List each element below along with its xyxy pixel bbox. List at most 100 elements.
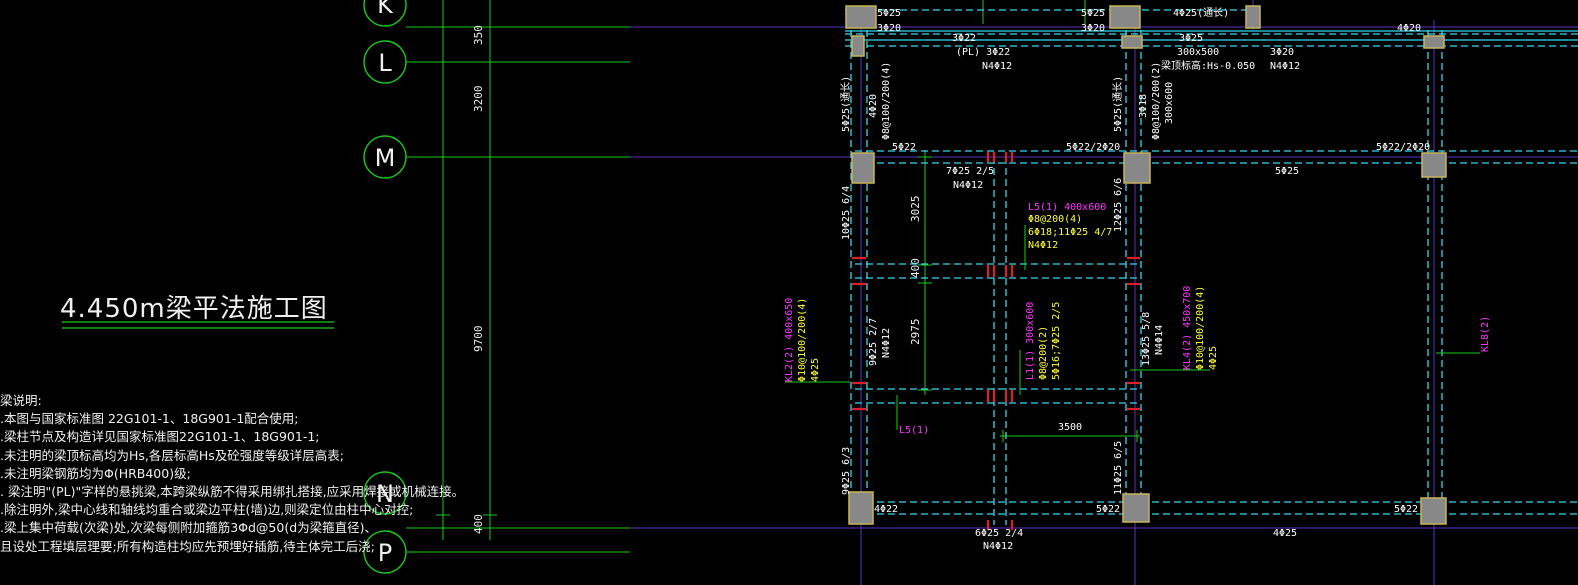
annotation: Φ10@100/200(4) xyxy=(797,298,808,382)
beam-annotations: 5Φ25 3Φ20 5Φ25 3Φ20 4Φ25(通长) 4Φ20 3Φ22 (… xyxy=(874,7,1430,552)
axis-label-k: K xyxy=(377,0,394,19)
annotation: 4Φ20 xyxy=(1397,23,1421,34)
annotation: (PL) 3Φ22 xyxy=(956,47,1010,58)
annotation: 4Φ25 xyxy=(810,358,821,382)
annotation: KL8(2) xyxy=(1480,316,1491,352)
annotation: 4Φ25 xyxy=(1208,346,1219,370)
rebar-marks xyxy=(852,152,1140,530)
annotation: N4Φ12 xyxy=(1270,61,1300,72)
axis-labels: K L M N P xyxy=(375,0,396,567)
plan-dimension-lines xyxy=(918,0,1140,442)
column xyxy=(851,152,875,184)
annotation: 3Φ22 xyxy=(952,33,976,44)
title-underline xyxy=(62,321,334,329)
note-line: .本图与国家标准图 22G101-1、18G901-1配合使用; xyxy=(0,411,299,427)
axis-grid-lines xyxy=(630,0,1578,585)
annotation: 5Φ22 xyxy=(1096,504,1120,515)
note-line: .除注明外,梁中心线和轴线均重合或梁边平柱(墙)边,则梁定位由柱中心对控; xyxy=(0,502,414,518)
column xyxy=(1245,5,1261,29)
annotation: N4Φ12 xyxy=(983,541,1013,552)
annotation: 5Φ22/2Φ20 xyxy=(1066,142,1120,153)
beam-lines xyxy=(845,9,1578,525)
column xyxy=(1420,497,1447,525)
annotation: 10Φ25 6/4 xyxy=(841,186,852,240)
note-line: 且设处工程填层理要;所有构造柱均应先预埋好插筋,待主体完工后浇; xyxy=(0,538,375,554)
column xyxy=(848,491,874,525)
annotation: 梁顶标高:Hs-0.050 xyxy=(1161,59,1255,72)
column xyxy=(1122,493,1150,523)
annotation: 4Φ25(通长) xyxy=(1173,7,1229,19)
annotation: Φ8@100/200(4) xyxy=(881,62,892,140)
annotation: 5Φ22 xyxy=(892,142,916,153)
annotation: 5Φ22 xyxy=(1394,504,1418,515)
note-line: .未注明梁钢筋均为Φ(HRB400)级; xyxy=(0,465,191,481)
design-notes: 梁说明: .本图与国家标准图 22G101-1、18G901-1配合使用; .梁… xyxy=(0,392,464,556)
axis-label-p: P xyxy=(378,539,392,567)
column xyxy=(1423,35,1445,49)
annotation: 13Φ25 5/8 xyxy=(1141,312,1152,366)
annotation: 9Φ25 6/3 xyxy=(841,447,852,495)
vertical-annotations: 5Φ25(通长) 4Φ20 Φ8@100/200(4) 5Φ25(通长) 3Φ1… xyxy=(784,62,1491,495)
callout-leaders xyxy=(785,225,1480,430)
column xyxy=(1121,35,1143,49)
annotation: 4Φ22 xyxy=(874,504,898,515)
drawing-title: 4.450m梁平法施工图 xyxy=(60,294,328,324)
annotation: 4Φ20 xyxy=(868,94,879,118)
annotation: Φ10@100/200(4) xyxy=(1195,286,1206,370)
annotation: KL2(2) 400x650 xyxy=(784,298,795,382)
column xyxy=(851,35,865,57)
annotation: 6Φ25 2/4 xyxy=(975,528,1023,539)
annotation: Φ8@200(2) xyxy=(1038,326,1049,380)
annotation: 3Φ18 xyxy=(1138,94,1149,118)
annotation: 11Φ25 6/5 xyxy=(1113,441,1124,495)
note-line: .梁上集中荷载(次梁)处,次梁每侧附加箍筋3Φd@50(d为梁箍直径)、 xyxy=(0,520,378,536)
annotation: 4Φ25 xyxy=(1273,528,1297,539)
annotation: 5Φ25(通长) xyxy=(1112,76,1124,132)
annotation: L5(1) xyxy=(899,425,929,436)
annotation: 3Φ20 xyxy=(1270,47,1294,58)
annotation: 5Φ25 xyxy=(1081,8,1105,19)
annotation: 3Φ25 xyxy=(1179,33,1203,44)
annotation: 3500 xyxy=(1058,422,1082,433)
annotation: 5Φ25 xyxy=(877,8,901,19)
note-line: . 梁注明"(PL)"字样的悬挑梁,本跨梁纵筋不得采用绑扎搭接,应采用焊接或机械… xyxy=(0,484,465,500)
column xyxy=(1109,5,1141,29)
dim-400: 400 xyxy=(472,514,485,534)
note-line: .未注明的梁顶标高均为Hs,各层标高Hs及砼强度等级详层高表; xyxy=(0,447,344,463)
annotation: 300x500 xyxy=(1177,47,1219,58)
annotation: N4Φ12 xyxy=(953,180,983,191)
annotation: L1(1) 300x600 xyxy=(1025,302,1036,380)
annotation: 6Φ18;11Φ25 4/7 xyxy=(1028,227,1112,238)
annotation: 12Φ25 6/6 xyxy=(1113,178,1124,232)
column xyxy=(845,5,877,29)
annotation: 3Φ20 xyxy=(877,23,901,34)
annotation: Φ8@200(4) xyxy=(1028,214,1082,225)
annotation: N4Φ12 xyxy=(881,328,892,358)
dim-350: 350 xyxy=(472,25,485,45)
annotation: L5(1) 400x600 xyxy=(1028,202,1106,213)
column xyxy=(1123,152,1151,184)
column xyxy=(1421,152,1447,178)
annotation: KL4(2) 450x700 xyxy=(1182,286,1193,370)
annotation: 5Φ16;7Φ25 2/5 xyxy=(1051,302,1062,380)
note-line: .梁柱节点及构造详见国家标准图22G101-1、18G901-1; xyxy=(0,429,320,445)
dimension-texts: 350 3200 9700 400 3025 400 2975 xyxy=(472,25,922,534)
dim-3025: 3025 xyxy=(909,196,922,223)
annotation: 3Φ20 xyxy=(1081,23,1105,34)
columns xyxy=(845,5,1447,525)
annotation: 5Φ25(通长) xyxy=(840,76,852,132)
annotation: 9Φ25 2/7 xyxy=(868,318,879,366)
notes-heading: 梁说明: xyxy=(0,393,42,408)
dim-2975: 2975 xyxy=(909,319,922,346)
beam-solid-lines xyxy=(845,30,1578,41)
axis-bubbles xyxy=(363,0,407,574)
annotation: 300x600 xyxy=(1164,82,1175,124)
annotation: 7Φ25 2/5 xyxy=(946,166,994,177)
dim-3200: 3200 xyxy=(472,86,485,113)
annotation: N4Φ14 xyxy=(1154,325,1165,355)
annotation: 5Φ25 xyxy=(1275,166,1299,177)
dim-400-b: 400 xyxy=(909,258,922,278)
axis-leader-lines xyxy=(406,0,630,553)
annotation: N4Φ12 xyxy=(1028,240,1058,251)
